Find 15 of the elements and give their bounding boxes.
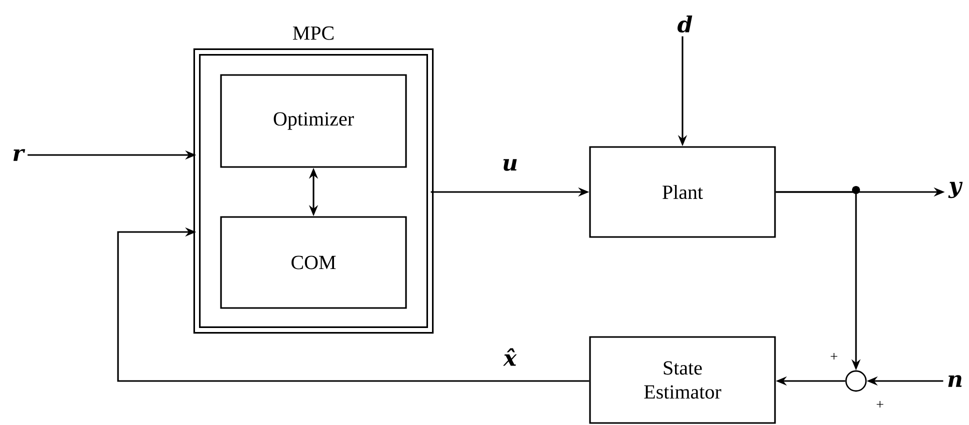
variable-label: d <box>678 15 692 33</box>
optimizer-box: Optimizer <box>220 74 407 168</box>
arrow <box>117 227 590 382</box>
edge-label: u <box>501 158 519 172</box>
sign-label: + <box>876 401 884 408</box>
variable-label: y <box>948 182 963 198</box>
com-box: COM <box>220 216 407 309</box>
plant-box: Plant <box>589 146 776 238</box>
node-label: MPC <box>292 26 334 40</box>
variable-label: r <box>13 149 26 161</box>
sign-label: + <box>830 353 838 360</box>
summing-junction <box>845 370 867 392</box>
edge-label: x̂ <box>502 347 518 367</box>
estimator-box: State Estimator <box>589 336 776 424</box>
variable-label: n <box>948 375 962 387</box>
